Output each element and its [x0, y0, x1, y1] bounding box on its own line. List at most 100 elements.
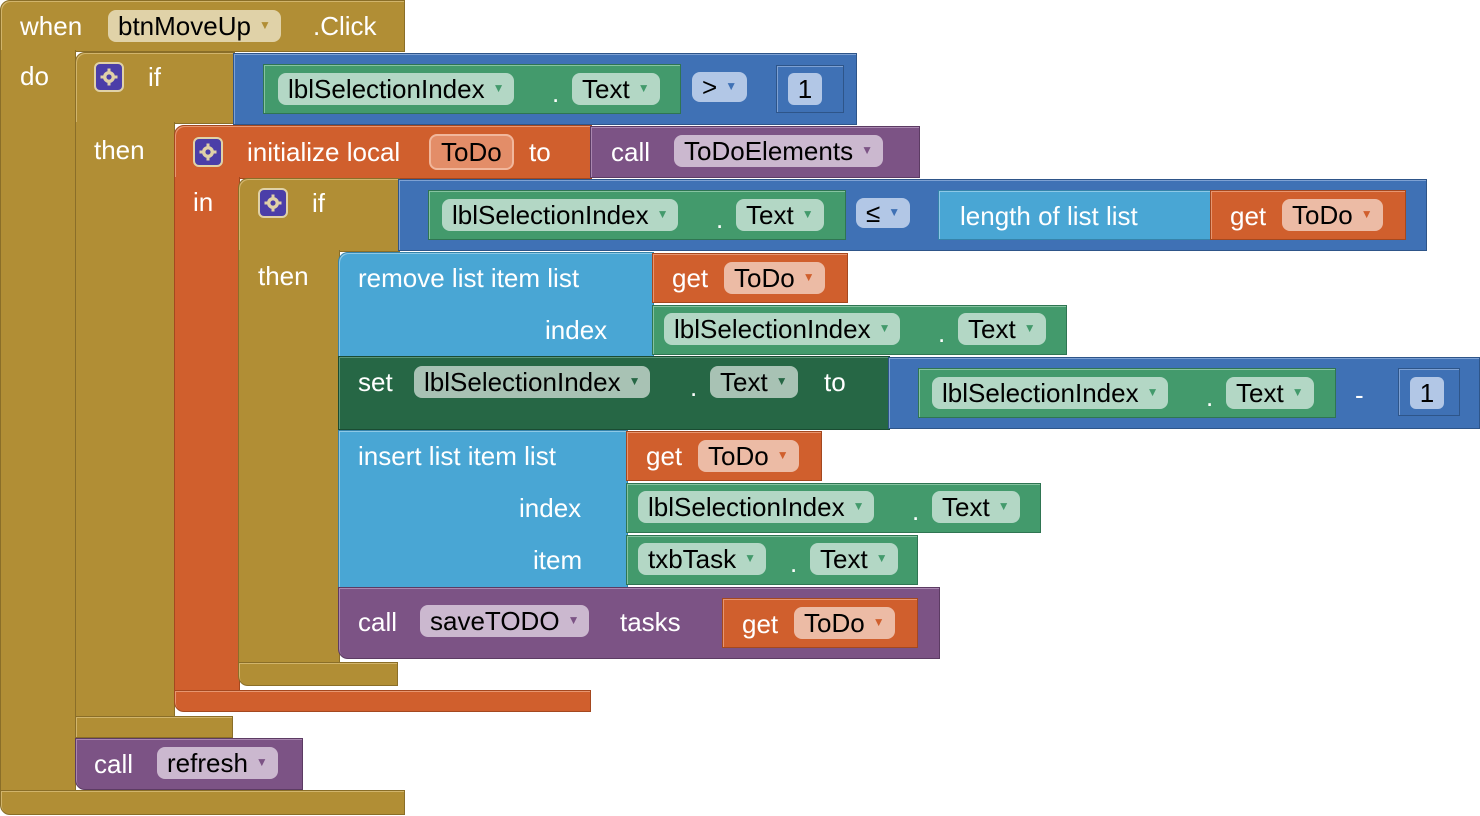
operator-dropdown[interactable]: >▼: [692, 72, 748, 102]
dropdown-text: ToDoElements: [684, 136, 854, 166]
chevron-down-icon: ▼: [255, 755, 268, 770]
property-dropdown[interactable]: Text▼: [736, 199, 824, 231]
insert-list-item-block[interactable]: [338, 430, 628, 588]
dropdown-text: ≤: [866, 198, 881, 228]
chevron-down-icon: ▼: [775, 374, 788, 389]
to-label: to: [824, 367, 846, 397]
variable-name-text: ToDo: [441, 137, 502, 167]
if-block-inner-footer: [238, 662, 398, 686]
component-dropdown[interactable]: lblSelectionIndex▼: [664, 313, 901, 345]
event-block-body: [0, 50, 76, 792]
chevron-down-icon: ▼: [744, 551, 757, 566]
component-dropdown[interactable]: lblSelectionIndex▼: [638, 491, 875, 523]
chevron-down-icon: ▼: [628, 374, 641, 389]
dot-separator: .: [716, 204, 724, 234]
remove-list-item-block[interactable]: [338, 252, 654, 358]
if-block-inner-body: [238, 250, 340, 668]
number-value[interactable]: 1: [788, 73, 822, 105]
procedure-dropdown[interactable]: refresh ▼: [157, 747, 278, 779]
dropdown-text: ToDo: [708, 441, 769, 471]
component-dropdown-btnmoveup[interactable]: btnMoveUp ▼: [108, 10, 281, 42]
initialize-local-label: initialize local: [247, 137, 401, 167]
dropdown-text: Text: [942, 492, 990, 522]
chevron-down-icon: ▼: [861, 143, 873, 158]
index-label: index: [545, 315, 608, 345]
chevron-down-icon: ▼: [1360, 207, 1373, 222]
procedure-dropdown[interactable]: saveTODO ▼: [420, 605, 590, 637]
call-label: call: [358, 607, 398, 637]
call-label: call: [611, 137, 651, 167]
set-label: set: [358, 367, 393, 397]
dot-separator: .: [912, 496, 920, 526]
property-dropdown[interactable]: Text▼: [572, 73, 660, 105]
property-dropdown[interactable]: Text ▼: [1226, 377, 1314, 409]
property-dropdown[interactable]: Text▼: [932, 491, 1020, 523]
dropdown-text: btnMoveUp: [118, 11, 251, 41]
chevron-down-icon: ▼: [656, 207, 669, 222]
dropdown-text: Text: [746, 200, 794, 230]
dropdown-text: lblSelectionIndex: [942, 378, 1139, 408]
dropdown-text: Text: [1236, 378, 1284, 408]
index-label: index: [519, 493, 582, 523]
property-dropdown[interactable]: Text▼: [958, 313, 1046, 345]
dropdown-text: saveTODO: [430, 606, 560, 636]
dropdown-text: ToDo: [1292, 200, 1353, 230]
gear-icon[interactable]: [193, 137, 223, 167]
variable-dropdown[interactable]: ToDo▼: [794, 607, 895, 639]
initialize-local-body: [174, 177, 240, 697]
dot-separator: .: [552, 78, 560, 108]
if-label: if: [148, 62, 161, 92]
component-dropdown[interactable]: lblSelectionIndex▼: [414, 366, 651, 398]
dropdown-text: Text: [582, 74, 630, 104]
dropdown-text: lblSelectionIndex: [452, 200, 649, 230]
then-label: then: [94, 135, 145, 165]
property-dropdown[interactable]: Text▼: [710, 366, 798, 398]
dropdown-text: txbTask: [648, 544, 737, 574]
get-label: get: [646, 441, 683, 471]
get-label: get: [1230, 201, 1267, 231]
dot-separator: .: [790, 548, 798, 578]
operator-dropdown[interactable]: ≤▼: [856, 198, 911, 228]
procedure-dropdown[interactable]: ToDoElements ▼: [674, 135, 883, 167]
if-label: if: [312, 188, 325, 218]
chevron-down-icon: ▼: [872, 615, 885, 630]
when-label: when: [20, 11, 83, 41]
get-label: get: [742, 609, 779, 639]
remove-list-item-label: remove list item list: [358, 263, 580, 293]
gear-icon[interactable]: [94, 62, 124, 92]
dot-separator: .: [938, 318, 946, 348]
chevron-down-icon: ▼: [567, 613, 580, 628]
chevron-down-icon: ▼: [492, 81, 505, 96]
insert-list-item-label: insert list item list: [358, 441, 556, 471]
component-dropdown[interactable]: lblSelectionIndex▼: [278, 73, 515, 105]
chevron-down-icon: ▼: [1146, 385, 1159, 400]
chevron-down-icon: ▼: [875, 551, 888, 566]
to-label: to: [529, 137, 551, 167]
component-dropdown[interactable]: lblSelectionIndex ▼: [442, 199, 679, 231]
chevron-down-icon: ▼: [1023, 321, 1036, 336]
do-label: do: [20, 61, 49, 91]
dropdown-text: Text: [820, 544, 868, 574]
property-dropdown[interactable]: Text ▼: [810, 543, 898, 575]
chevron-down-icon: ▼: [1291, 385, 1304, 400]
chevron-down-icon: ▼: [878, 321, 891, 336]
component-dropdown[interactable]: lblSelectionIndex ▼: [932, 377, 1169, 409]
dropdown-text: refresh: [167, 748, 248, 778]
component-dropdown[interactable]: txbTask ▼: [638, 543, 767, 575]
dot-separator: .: [1206, 382, 1214, 412]
chevron-down-icon: ▼: [258, 18, 271, 33]
variable-dropdown[interactable]: ToDo▼: [724, 262, 825, 294]
local-variable-name-field[interactable]: ToDo: [429, 134, 514, 170]
chevron-down-icon: ▼: [776, 448, 789, 463]
gear-icon[interactable]: [258, 188, 288, 218]
variable-dropdown[interactable]: ToDo ▼: [698, 440, 799, 472]
if-block-outer-body: [75, 122, 175, 718]
tasks-arg-label: tasks: [620, 607, 681, 637]
initialize-local-footer: [174, 690, 591, 712]
chevron-down-icon: ▼: [852, 499, 865, 514]
length-of-list-block[interactable]: [938, 190, 1214, 240]
call-label: call: [94, 749, 134, 779]
number-value[interactable]: 1: [1410, 377, 1444, 409]
variable-dropdown[interactable]: ToDo ▼: [1282, 199, 1383, 231]
initialize-local-block[interactable]: [174, 125, 592, 179]
